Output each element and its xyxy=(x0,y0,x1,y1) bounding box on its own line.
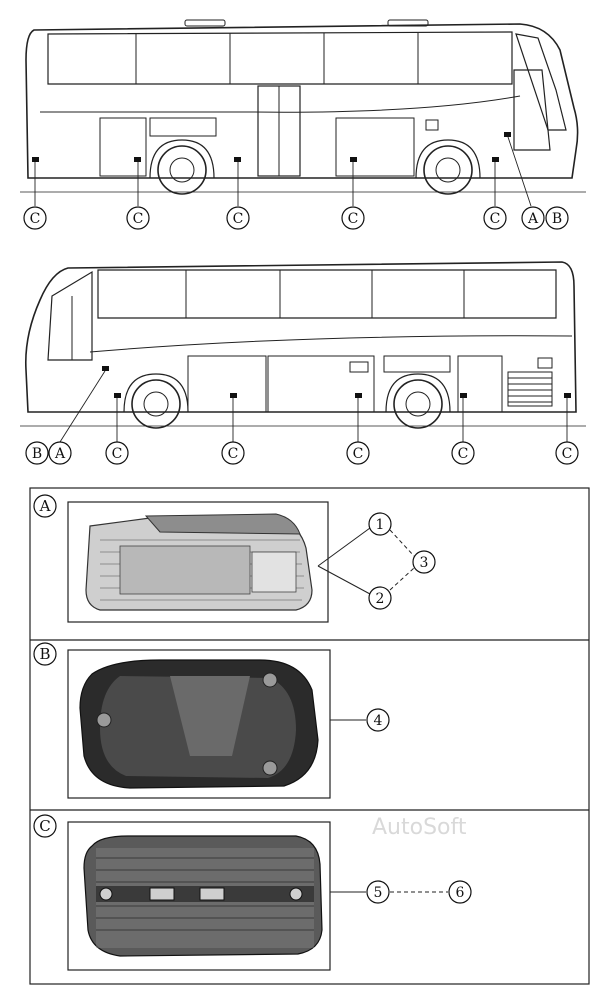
top-callout-c-1: C xyxy=(126,206,150,230)
bottom-callout-c-2-label: C xyxy=(112,446,123,462)
part-number-3-label: 3 xyxy=(420,555,429,571)
bus-side-view-top xyxy=(20,19,586,207)
top-callout-c-4: C xyxy=(483,206,507,230)
bottom-callout-c-3: C xyxy=(221,441,245,465)
top-callout-c-3-circle xyxy=(341,206,365,230)
bottom-callout-a-1-label: A xyxy=(54,446,66,462)
bottom-callout-c-2-circle xyxy=(105,441,129,465)
part-number-5: 5 xyxy=(366,880,390,904)
panel-letter-b-circle xyxy=(33,642,57,666)
bottom-callout-c-4-label: C xyxy=(353,446,364,462)
top-callout-a-5-label: A xyxy=(527,211,539,227)
top-callout-b-6-label: B xyxy=(552,211,562,227)
part-number-5-label: 5 xyxy=(374,885,383,901)
bottom-callout-c-6-circle xyxy=(555,441,579,465)
part-number-5-circle xyxy=(366,880,390,904)
bottom-callout-c-5: C xyxy=(451,441,475,465)
bottom-callout-c-5-circle xyxy=(451,441,475,465)
part-number-6: 6 xyxy=(448,880,472,904)
panel-letter-a: A xyxy=(33,494,57,518)
lamp-panels xyxy=(29,487,590,985)
part-number-1: 1 xyxy=(368,512,392,536)
panel-letter-a-circle xyxy=(33,494,57,518)
panel-b-photo xyxy=(67,649,331,799)
bottom-callout-c-6: C xyxy=(555,441,579,465)
bottom-callout-c-4-circle xyxy=(346,441,370,465)
part-number-4-circle xyxy=(366,708,390,732)
part-number-3-circle xyxy=(412,550,436,574)
top-callout-c-2: C xyxy=(226,206,250,230)
bottom-callout-b-0: B xyxy=(25,441,49,465)
panel-letter-b: B xyxy=(33,642,57,666)
bottom-callout-b-0-label: B xyxy=(32,446,42,462)
part-number-2-label: 2 xyxy=(376,591,385,607)
part-number-1-label: 1 xyxy=(376,517,385,533)
part-number-4: 4 xyxy=(366,708,390,732)
top-callout-c-4-circle xyxy=(483,206,507,230)
top-callout-c-1-label: C xyxy=(133,211,144,227)
top-callout-c-0-label: C xyxy=(30,211,41,227)
bottom-callout-c-2: C xyxy=(105,441,129,465)
top-callout-c-1-circle xyxy=(126,206,150,230)
bottom-callout-c-3-circle xyxy=(221,441,245,465)
part-number-6-circle xyxy=(448,880,472,904)
part-number-3: 3 xyxy=(412,550,436,574)
top-callout-c-0-circle xyxy=(23,206,47,230)
part-number-2: 2 xyxy=(368,586,392,610)
panel-letter-a-label: A xyxy=(39,497,51,515)
panel-c-photo xyxy=(67,821,331,971)
panel-a-photo xyxy=(67,501,329,623)
bottom-callout-c-6-label: C xyxy=(562,446,573,462)
top-callout-c-2-circle xyxy=(226,206,250,230)
bottom-callout-c-3-label: C xyxy=(228,446,239,462)
part-number-2-circle xyxy=(368,586,392,610)
part-number-6-label: 6 xyxy=(456,885,465,901)
top-callout-a-5-circle xyxy=(521,206,545,230)
panel-letter-c-label: C xyxy=(39,817,50,835)
bottom-callout-c-4: C xyxy=(346,441,370,465)
top-callout-b-6: B xyxy=(545,206,569,230)
panel-letter-b-label: B xyxy=(39,645,50,663)
top-callout-c-0: C xyxy=(23,206,47,230)
part-number-1-circle xyxy=(368,512,392,536)
bus-side-view-bottom xyxy=(20,261,586,443)
top-callout-a-5: A xyxy=(521,206,545,230)
bottom-callout-b-0-circle xyxy=(25,441,49,465)
top-callout-b-6-circle xyxy=(545,206,569,230)
panel-letter-c: C xyxy=(33,814,57,838)
top-callout-c-2-label: C xyxy=(233,211,244,227)
part-number-4-label: 4 xyxy=(374,713,383,729)
panel-letter-c-circle xyxy=(33,814,57,838)
bottom-callout-a-1-circle xyxy=(48,441,72,465)
watermark: AutoSoft xyxy=(372,815,467,840)
top-callout-c-3-label: C xyxy=(348,211,359,227)
panel-callouts: A 1 2 3B 4C 5 6 xyxy=(33,494,472,904)
top-callout-c-3: C xyxy=(341,206,365,230)
bottom-callout-c-5-label: C xyxy=(458,446,469,462)
top-callout-c-4-label: C xyxy=(490,211,501,227)
bottom-callout-a-1: A xyxy=(48,441,72,465)
